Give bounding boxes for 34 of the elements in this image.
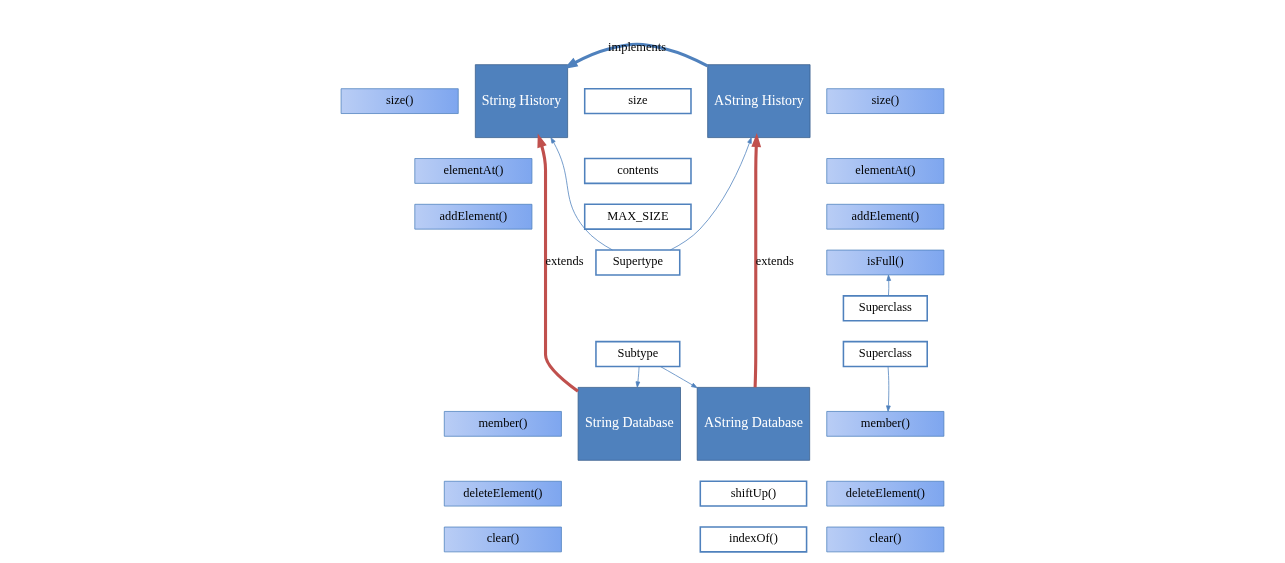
- node-box: AString Database: [696, 387, 811, 461]
- arrow: [669, 137, 752, 251]
- node-box: size(): [826, 88, 945, 114]
- node-box: clear(): [826, 526, 945, 553]
- node-box: size: [583, 87, 692, 115]
- node-box: size(): [340, 88, 459, 114]
- node-box: MAX_SIZE: [583, 203, 692, 230]
- node-box: deleteElement(): [443, 480, 562, 507]
- node-box: contents: [583, 157, 692, 185]
- node-box: String Database: [577, 387, 681, 461]
- arrow: [537, 133, 579, 393]
- node-box: deleteElement(): [826, 480, 945, 507]
- node-box: String History: [474, 64, 569, 138]
- node-box: shiftUp(): [699, 480, 808, 507]
- node-box: member(): [826, 411, 945, 437]
- node-box: member(): [443, 411, 562, 437]
- arrow: [660, 366, 698, 389]
- arrow: [635, 366, 641, 388]
- node-box: addElement(): [826, 203, 945, 230]
- node-box: AString History: [707, 64, 811, 138]
- arrow: [886, 274, 891, 296]
- node-box: clear(): [443, 526, 562, 553]
- node-box: Superclass: [842, 295, 928, 322]
- arrow: [751, 133, 762, 388]
- node-box: elementAt(): [414, 158, 533, 184]
- arrow: [886, 366, 891, 412]
- node-box: Supertype: [595, 249, 681, 276]
- node-box: Superclass: [842, 340, 928, 368]
- node-box: Subtype: [595, 340, 681, 368]
- node-box: addElement(): [414, 203, 533, 230]
- node-box: isFull(): [826, 249, 945, 276]
- node-box: indexOf(): [699, 526, 808, 553]
- arrow: [550, 137, 613, 251]
- node-box: elementAt(): [826, 158, 945, 184]
